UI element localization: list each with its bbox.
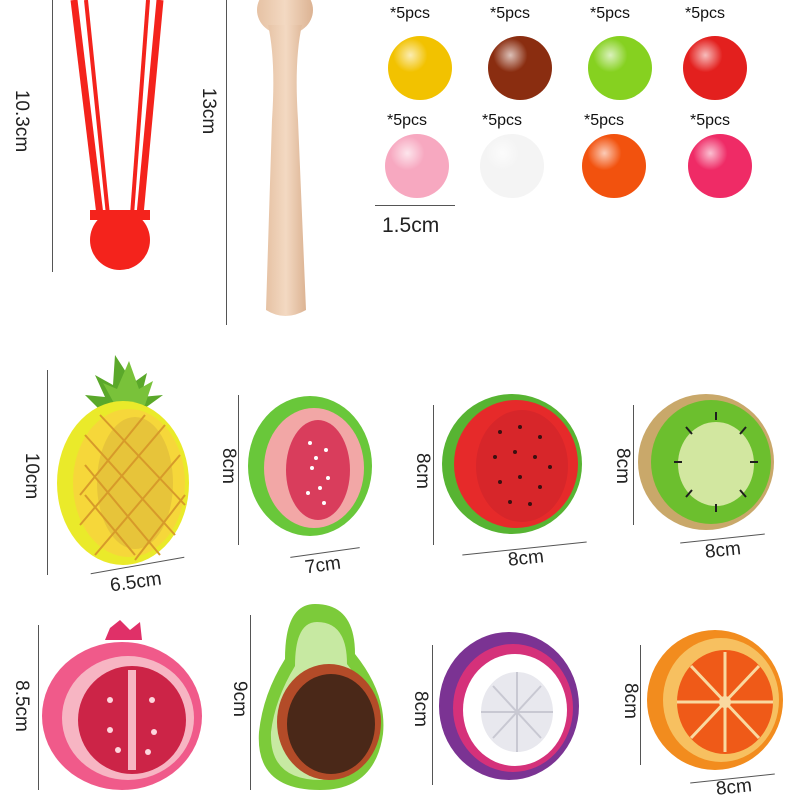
pineapple-slice	[57, 355, 189, 565]
ball-quantity-label: *5pcs	[685, 5, 726, 22]
pineapple-height-label: 10cm	[21, 452, 43, 500]
kiwi-height-label: 8cm	[611, 448, 633, 484]
colored-ball	[588, 36, 652, 100]
avocado-slice	[258, 604, 384, 790]
ball-quantity-label: *5pcs	[387, 112, 428, 129]
kiwi-slice	[638, 394, 774, 530]
spoon-height-label: 13cm	[198, 87, 220, 135]
avocado-height-label: 9cm	[228, 681, 250, 717]
colored-ball	[582, 134, 646, 198]
watermelon-slice	[442, 394, 582, 534]
mangosteen-slice	[439, 632, 579, 780]
tongs	[70, 0, 164, 270]
pomegranate-height-label: 8.5cm	[10, 680, 32, 732]
guava-slice	[248, 396, 372, 536]
ball-quantity-label: *5pcs	[690, 112, 731, 129]
colored-ball	[683, 36, 747, 100]
orange-width-label: 8cm	[714, 775, 753, 800]
ball-quantity-label: *5pcs	[490, 5, 531, 22]
orange-height-line	[640, 645, 641, 765]
ball-quantity-label: *5pcs	[584, 112, 625, 129]
colored-ball	[688, 134, 752, 198]
avocado-height-line	[250, 615, 251, 790]
guava-height-line	[238, 395, 239, 545]
ball-quantity-label: *5pcs	[390, 5, 431, 22]
spoon-dimension-line	[226, 0, 227, 325]
mangosteen-height-line	[432, 645, 433, 785]
colored-ball	[488, 36, 552, 100]
tongs-height-label: 10.3cm	[11, 89, 33, 153]
tongs-dimension-line	[52, 0, 53, 272]
spoon	[257, 0, 313, 316]
ball-quantity-label: *5pcs	[590, 5, 631, 22]
pineapple-width-label: 6.5cm	[108, 568, 163, 597]
watermelon-width-label: 8cm	[506, 546, 545, 571]
colored-ball	[388, 36, 452, 100]
pineapple-height-line	[47, 370, 48, 575]
colored-ball	[480, 134, 544, 198]
watermelon-height-line	[433, 405, 434, 545]
kiwi-height-line	[633, 405, 634, 525]
mangosteen-height-label: 8cm	[409, 691, 431, 727]
orange-height-label: 8cm	[619, 683, 641, 719]
guava-width-label: 7cm	[303, 552, 343, 579]
pomegranate-height-line	[38, 625, 39, 790]
orange-slice	[647, 630, 783, 770]
ball-diameter-line	[375, 205, 455, 206]
watermelon-height-label: 8cm	[411, 453, 433, 489]
kiwi-width-label: 8cm	[703, 538, 742, 563]
guava-height-label: 8cm	[217, 448, 239, 484]
colored-ball	[385, 134, 449, 198]
pomegranate-slice	[42, 620, 202, 790]
ball-quantity-label: *5pcs	[482, 112, 523, 129]
ball-diameter-label: 1.5cm	[382, 214, 440, 237]
